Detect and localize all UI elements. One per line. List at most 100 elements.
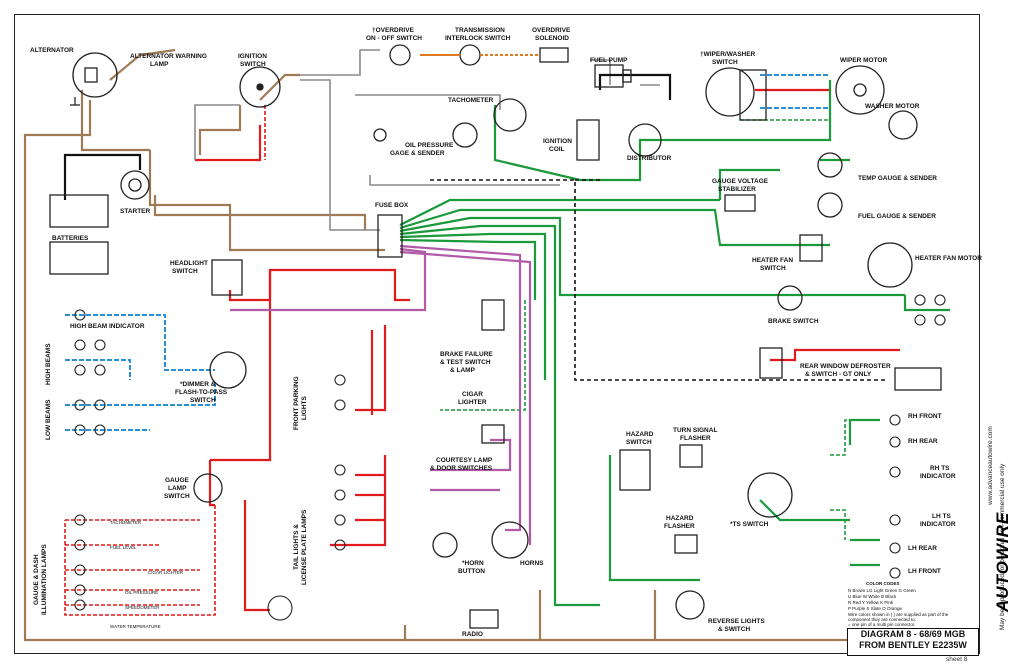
overdrive-switch bbox=[389, 44, 569, 66]
label-oil-1: OIL PRESSURE bbox=[405, 142, 454, 149]
label-od-solenoid-1: OVERDRIVE bbox=[532, 27, 571, 34]
ignition-coil bbox=[576, 119, 662, 161]
label-horns: HORNS bbox=[520, 560, 544, 567]
label-lh-rear: LH REAR bbox=[908, 545, 937, 552]
title-line-2: FROM BENTLEY E2235W bbox=[859, 640, 967, 650]
label-rh-front: RH FRONT bbox=[908, 413, 942, 420]
label-od-solenoid-2: SOLENOID bbox=[535, 35, 569, 42]
label-heater-switch-1: HEATER FAN bbox=[752, 257, 793, 264]
label-tail-2: LICENSE PLATE LAMPS bbox=[301, 509, 308, 585]
green-wires bbox=[399, 80, 950, 607]
oil-pressure-gauge bbox=[373, 122, 478, 148]
label-gauge-lamp-1: GAUGE bbox=[165, 477, 190, 484]
wiper-motor bbox=[835, 65, 885, 115]
label-cigar-1: CIGAR bbox=[462, 391, 483, 398]
label-defroster-1: REAR WINDOW DEFROSTER bbox=[800, 363, 891, 370]
red-dashed-wires bbox=[64, 105, 266, 616]
label-lh-ts-2: INDICATOR bbox=[920, 521, 956, 528]
label-gauge-lamp-3: SWITCH bbox=[164, 493, 190, 500]
white-wires bbox=[194, 49, 660, 231]
label-high-beam-ind: HIGH BEAM INDICATOR bbox=[70, 323, 145, 330]
label-front-parking-2: LIGHTS bbox=[301, 396, 308, 420]
legend-note-2: component they are connected to. bbox=[848, 617, 916, 622]
label-brake-fail-3: & LAMP bbox=[450, 367, 476, 374]
title-line-1: DIAGRAM 8 - 68/69 MGB bbox=[860, 629, 966, 639]
label-dimmer-2: FLASH-TO-PASS bbox=[175, 389, 228, 396]
label-high-beams: HIGH BEAMS bbox=[45, 343, 52, 385]
label-reverse-2: & SWITCH bbox=[718, 626, 750, 633]
headlight-switch bbox=[193, 259, 247, 503]
label-headlight-1: HEADLIGHT bbox=[170, 260, 208, 267]
label-rh-rear: RH REAR bbox=[908, 438, 938, 445]
blue-wires bbox=[65, 74, 830, 431]
label-courtesy-1: COURTESY LAMP bbox=[436, 457, 493, 464]
color-codes-legend: COLOR CODES N Brown LG Light Green G Gre… bbox=[848, 581, 949, 627]
label-coil-2: COIL bbox=[549, 146, 565, 153]
label-wiper-switch-1: †WIPER/WASHER bbox=[700, 51, 756, 58]
label-heater-motor: HEATER FAN MOTOR bbox=[915, 255, 982, 262]
label-gauge-volt-2: STABILIZER bbox=[718, 186, 756, 193]
diagram-border bbox=[14, 14, 980, 654]
label-hazard-fl-2: FLASHER bbox=[664, 523, 695, 530]
label-fuse-box: FUSE BOX bbox=[375, 202, 409, 209]
label-gauge-lamp-2: LAMP bbox=[168, 485, 187, 492]
batteries bbox=[49, 194, 109, 275]
label-oil-lamp: OIL PRESSURE bbox=[125, 590, 158, 595]
label-gauge-dash-1: GAUGE & DASH bbox=[33, 554, 40, 605]
label-hazard-fl-1: HAZARD bbox=[666, 515, 694, 522]
label-fuel-pump: FUEL PUMP bbox=[590, 57, 628, 64]
label-courtesy-2: & DOOR SWITCHES bbox=[430, 465, 493, 472]
label-cigar-2: LIGHTER bbox=[458, 399, 487, 406]
label-fuel-gauge: FUEL GAUGE & SENDER bbox=[858, 213, 936, 220]
label-trans-1: TRANSMISSION bbox=[455, 27, 505, 34]
label-rh-ts-1: RH TS bbox=[930, 465, 950, 472]
ignition-switch bbox=[239, 66, 281, 108]
label-hazard-sw-2: SWITCH bbox=[626, 439, 652, 446]
legend-row-4: P Purple S Slate O Orange bbox=[848, 606, 902, 611]
label-horn-btn-1: *HORN bbox=[462, 560, 484, 567]
label-temp-gauge: TEMP GAUGE & SENDER bbox=[858, 175, 937, 182]
side-url: www.advanceautowire.com bbox=[987, 426, 994, 505]
label-brake-fail-2: & TEST SWITCH bbox=[440, 359, 491, 366]
label-tail-1: TAIL LIGHTS & bbox=[293, 524, 300, 570]
label-horn-btn-2: BUTTON bbox=[458, 568, 485, 575]
autowire-logo: AUTOWIRE bbox=[993, 511, 1012, 612]
black-dashed-wires bbox=[430, 179, 885, 381]
title-block: DIAGRAM 8 - 68/69 MGB FROM BENTLEY E2235… bbox=[847, 628, 979, 656]
legend-row-1: N Brown LG Light Green G Green bbox=[848, 588, 916, 593]
label-dimmer-3: SWITCH bbox=[190, 397, 216, 404]
label-defroster-2: & SWITCH - GT ONLY bbox=[805, 371, 872, 378]
lamps-right bbox=[889, 294, 946, 579]
label-reverse-1: REVERSE LIGHTS bbox=[708, 618, 765, 625]
label-batteries: BATTERIES bbox=[52, 235, 89, 242]
legend-note-1: Wire colors shown in ( ) are supplied as… bbox=[848, 612, 949, 617]
label-wiper-motor: WIPER MOTOR bbox=[840, 57, 887, 64]
label-tachometer: TACHOMETER bbox=[448, 97, 494, 104]
lamps-left bbox=[74, 309, 106, 611]
label-oil-2: GAGE & SENDER bbox=[390, 150, 445, 157]
legend-title: COLOR CODES bbox=[866, 581, 900, 586]
label-water-temp: WATER TEMPERATURE bbox=[110, 624, 161, 629]
label-lh-ts-1: LH TS bbox=[932, 513, 951, 520]
label-ignition-2: SWITCH bbox=[240, 61, 266, 68]
alternator bbox=[70, 52, 118, 106]
label-turn-flasher-2: FLASHER bbox=[680, 435, 711, 442]
label-alternator: ALTERNATOR bbox=[30, 47, 74, 54]
label-rh-ts-2: INDICATOR bbox=[920, 473, 956, 480]
green-dashed-wires bbox=[440, 119, 880, 540]
brown-wires bbox=[23, 48, 880, 642]
label-coil-1: IGNITION bbox=[543, 138, 572, 145]
label-ignition-1: IGNITION bbox=[238, 53, 267, 60]
component-labels: ALTERNATOR ALTERNATOR WARNING LAMP IGNIT… bbox=[30, 27, 982, 638]
label-alt-warning-1: ALTERNATOR WARNING bbox=[130, 53, 207, 60]
label-overdrive-1: †OVERDRIVE bbox=[372, 27, 415, 34]
lamps-center bbox=[267, 374, 346, 621]
fuse-box bbox=[377, 214, 403, 258]
label-hazard-sw-1: HAZARD bbox=[626, 431, 654, 438]
label-starter: STARTER bbox=[120, 208, 151, 215]
tachometer bbox=[493, 98, 527, 132]
label-cigar-lamp: CIGAR LIGHTER bbox=[148, 570, 184, 575]
label-lh-front: LH FRONT bbox=[908, 568, 941, 575]
